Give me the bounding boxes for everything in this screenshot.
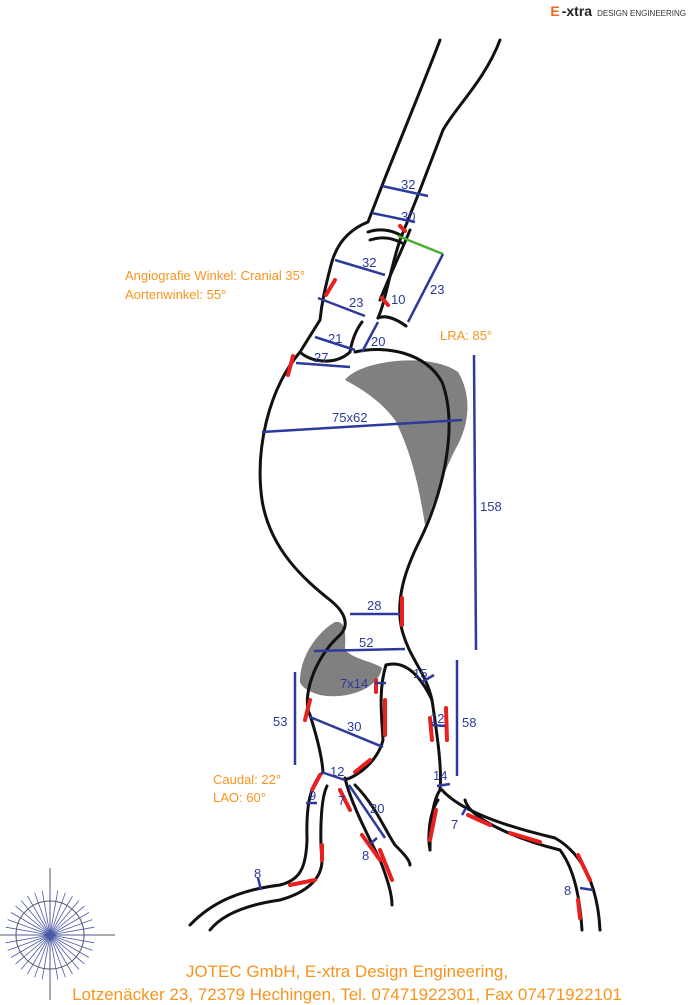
footer-line-1: JOTEC GmbH, E-xtra Design Engineering, — [185, 962, 509, 981]
compass-spoke — [41, 934, 51, 980]
measure-label: 32 — [401, 177, 415, 192]
measure-label: 158 — [480, 499, 502, 514]
measure-label: 10 — [391, 292, 405, 307]
compass-spoke — [7, 919, 51, 936]
angle-compass-icon — [0, 868, 115, 1000]
compass-spoke — [49, 892, 66, 936]
measure-label: 52 — [359, 635, 373, 650]
calcifications — [286, 224, 592, 920]
compass-spoke — [20, 900, 51, 936]
measure-label: 58 — [462, 715, 476, 730]
measure-label: 7 — [338, 793, 345, 808]
compass-spoke — [34, 892, 51, 936]
measure-label: 9 — [309, 788, 316, 803]
compass-spoke — [49, 934, 80, 970]
measure-label: 8 — [362, 848, 369, 863]
measure-label: 27 — [314, 350, 328, 365]
caudal-label: Caudal: 22° — [213, 772, 281, 787]
compass-spoke — [49, 934, 93, 951]
compass-spoke — [49, 895, 73, 936]
compass-spoke — [34, 934, 51, 978]
renal-marker-line — [397, 234, 444, 256]
aortic-angle-label: Aortenwinkel: 55° — [125, 287, 226, 302]
compass-spoke — [49, 900, 80, 936]
measure-label: 8 — [254, 866, 261, 881]
compass-spoke — [49, 905, 85, 936]
measure-label: 32 — [362, 255, 376, 270]
footer-line-2: Lotzenäcker 23, 72379 Hechingen, Tel. 07… — [72, 985, 622, 1004]
measure-label: 20 — [370, 801, 384, 816]
thrombus-lower — [300, 621, 382, 697]
lao-label: LAO: 60° — [213, 790, 266, 805]
thrombus-upper — [345, 360, 468, 525]
compass-spoke — [5, 926, 51, 936]
compass-spoke — [7, 934, 51, 951]
measure-label: 20 — [371, 334, 385, 349]
measure-label: 28 — [367, 598, 381, 613]
vessel-walls — [188, 38, 602, 932]
measurement-lines — [256, 184, 594, 892]
compass-spoke — [49, 934, 66, 978]
measure-label: 7x14 — [340, 676, 368, 691]
compass-spoke — [49, 912, 90, 936]
compass-spoke — [5, 934, 51, 944]
logo-mark: E — [550, 3, 560, 19]
compass-spoke — [15, 934, 51, 965]
measure-label: 12 — [430, 711, 444, 726]
compass-spoke — [49, 890, 59, 936]
measure-label: 21 — [328, 331, 342, 346]
compass-spoke — [49, 934, 85, 965]
measure-label: 15 — [413, 666, 427, 681]
logo: E -xtra DESIGN ENGINEERING — [550, 3, 686, 19]
measure-label: 8 — [564, 883, 571, 898]
compass-spoke — [27, 895, 51, 936]
measure-label: 23 — [430, 282, 444, 297]
compass-spoke — [27, 934, 51, 975]
compass-spoke — [49, 926, 95, 936]
compass-spoke — [20, 934, 51, 970]
compass-spoke — [49, 934, 90, 958]
measure-label: 14 — [433, 768, 447, 783]
compass-spoke — [10, 912, 51, 936]
compass-spoke — [49, 934, 95, 944]
measure-label: 30 — [401, 209, 415, 224]
measure-label: 12 — [330, 764, 344, 779]
compass-spoke — [10, 934, 51, 958]
compass-spoke — [15, 905, 51, 936]
compass-spoke — [49, 919, 93, 936]
measure-label: 30 — [347, 719, 361, 734]
compass-spoke — [41, 890, 51, 936]
measure-label: 75x62 — [332, 410, 367, 425]
compass-spoke — [49, 934, 73, 975]
angio-angle-label: Angiografie Winkel: Cranial 35° — [125, 268, 305, 283]
measure-label: 23 — [349, 295, 363, 310]
measure-label: 7 — [451, 817, 458, 832]
lra-label: LRA: 85° — [440, 328, 492, 343]
compass-spoke — [49, 934, 59, 980]
logo-name: -xtra — [561, 3, 593, 19]
measure-label: 53 — [273, 714, 287, 729]
logo-tagline: DESIGN ENGINEERING — [597, 9, 686, 18]
